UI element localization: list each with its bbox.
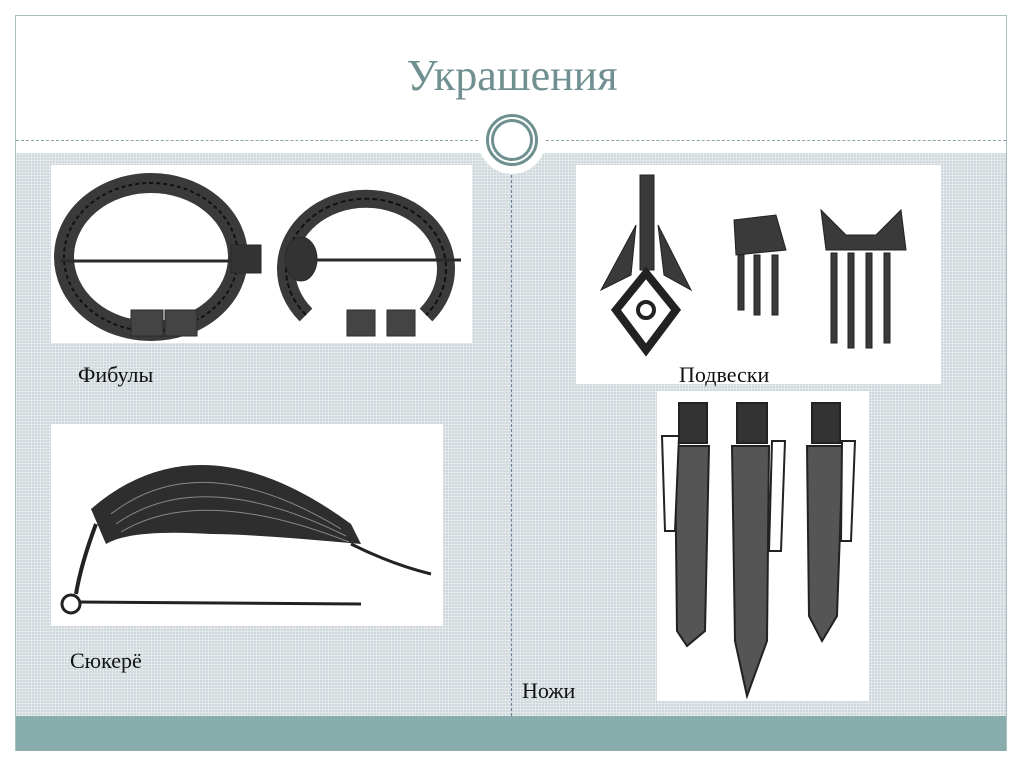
footer-bar xyxy=(16,716,1006,751)
ornament-inner-circle xyxy=(491,119,533,161)
caption-pendants: Подвески xyxy=(679,362,770,387)
fibula-brooches-image xyxy=(51,165,472,343)
column-divider xyxy=(511,175,512,716)
knives-image xyxy=(657,391,869,701)
slide-title: Украшения xyxy=(406,51,618,100)
pendants-drawing-icon xyxy=(599,174,907,357)
caption-fibulae: Фибулы xyxy=(78,362,154,387)
syukere-headdress-image xyxy=(51,424,443,626)
syukere-drawing-icon xyxy=(60,464,432,615)
pendants-image xyxy=(576,165,941,384)
knives-drawing-icon xyxy=(660,402,857,700)
header-divider-right xyxy=(546,140,1006,141)
caption-knives: Ножи xyxy=(522,678,576,703)
header-divider-left xyxy=(16,140,478,141)
fibula-drawing-icon xyxy=(54,173,461,341)
caption-syukere: Сюкерё xyxy=(70,648,142,673)
